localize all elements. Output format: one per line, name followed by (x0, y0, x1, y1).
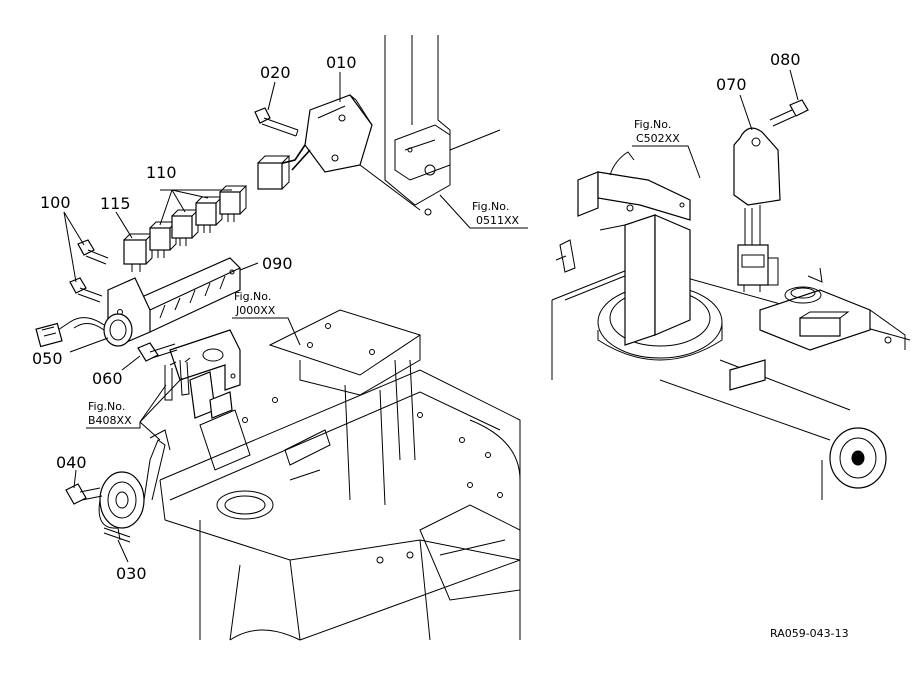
fig-ref-0511xx-code: 0511XX (476, 214, 520, 227)
relay-block (123, 185, 248, 272)
clip-parts (149, 357, 233, 451)
part-040-horn (65, 439, 166, 543)
upper-bracket (359, 35, 501, 216)
leader-lines (63, 69, 799, 563)
part-label-070: 070 (716, 75, 747, 94)
part-060-bolt (137, 342, 178, 362)
part-label-090: 090 (262, 254, 293, 273)
part-label-115: 115 (100, 194, 131, 213)
part-label-100: 100 (40, 193, 71, 212)
part-100-screws (69, 239, 109, 303)
part-020-bolt (254, 107, 299, 137)
part-label-050: 050 (32, 349, 63, 368)
fig-ref-c502xx-code: C502XX (636, 132, 680, 145)
part-070-controller (733, 127, 781, 292)
drawing-code: RA059-043-13 (770, 627, 849, 640)
fig-ref-c502xx-title: Fig.No. (634, 118, 671, 131)
part-label-060: 060 (92, 369, 123, 388)
machine-frame (159, 309, 521, 641)
fig-ref-b408xx-code: B408XX (88, 414, 132, 427)
part-010-switch (257, 94, 373, 190)
part-050-buzzer (35, 313, 133, 348)
part-label-080: 080 (770, 50, 801, 69)
right-machine-body (551, 151, 911, 500)
fig-ref-0511xx-title: Fig.No. (472, 200, 509, 213)
fig-ref-j000xx-title: Fig.No. (234, 290, 271, 303)
part-label-030: 030 (116, 564, 147, 583)
fig-ref-j000xx-code: J000XX (235, 304, 276, 317)
part-label-110: 110 (146, 163, 177, 182)
part-label-010: 010 (326, 53, 357, 72)
part-label-040: 040 (56, 453, 87, 472)
part-label-020: 020 (260, 63, 291, 82)
callouts: 010 020 030 040 050 060 070 080 090 100 … (32, 50, 849, 640)
fig-ref-b408xx-title: Fig.No. (88, 400, 125, 413)
part-080-bolt (769, 99, 809, 127)
